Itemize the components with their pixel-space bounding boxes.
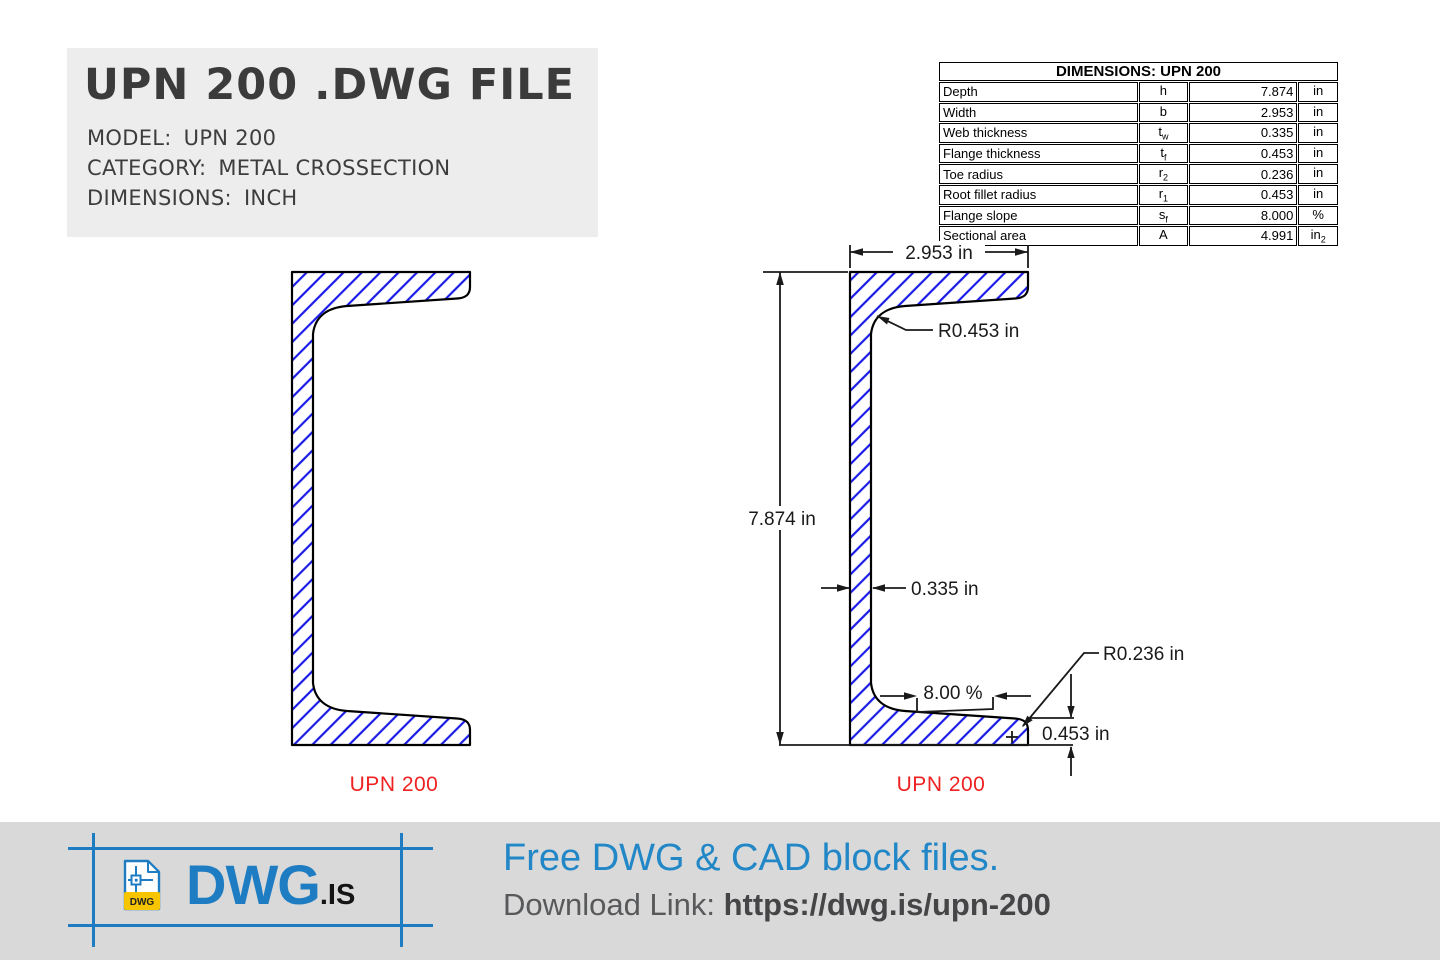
dwg-is-logo: DWG.IS <box>186 852 355 917</box>
row-value: 0.453 <box>1189 184 1298 205</box>
height-dim-text: 7.874 in <box>748 509 816 530</box>
row-unit: in <box>1298 123 1338 143</box>
model-label: MODEL: <box>87 126 172 150</box>
web-thickness-text: 0.335 in <box>911 579 979 600</box>
row-symbol: A <box>1138 226 1189 246</box>
row-unit: in2 <box>1298 226 1338 246</box>
table-row: Toe radius r2 0.236 in <box>939 164 1338 184</box>
dwg-badge-text: DWG <box>130 897 155 908</box>
table-row: Web thickness tw 0.335 in <box>939 123 1338 143</box>
category-value: METAL CROSSECTION <box>218 156 451 180</box>
download-line: Download Link: https://dwg.is/upn-200 <box>503 887 1051 923</box>
table-row: Sectional area A 4.991 in2 <box>939 226 1338 246</box>
row-symbol: h <box>1138 82 1189 102</box>
row-symbol: r1 <box>1138 184 1189 205</box>
dimensions-table: DIMENSIONS: UPN 200 Depth h 7.874 in Wid… <box>938 61 1339 247</box>
row-value: 7.874 <box>1189 82 1298 102</box>
header-meta: MODEL: UPN 200 CATEGORY: METAL CROSSECTION… <box>87 123 598 213</box>
row-value: 8.000 <box>1189 205 1298 226</box>
row-name: Flange slope <box>939 205 1138 226</box>
model-value: UPN 200 <box>183 126 277 150</box>
frame-line <box>68 924 433 927</box>
row-unit: in <box>1298 164 1338 184</box>
row-value: 2.953 <box>1189 102 1298 123</box>
model-row: MODEL: UPN 200 <box>87 123 598 153</box>
dimensions-label: DIMENSIONS: <box>87 186 232 210</box>
row-symbol: b <box>1138 102 1189 123</box>
channel-outline <box>848 270 1030 747</box>
flange-slope-text: 8.00 % <box>923 683 982 704</box>
row-symbol: tw <box>1138 123 1189 143</box>
row-value: 0.453 <box>1189 143 1298 164</box>
row-name: Sectional area <box>939 226 1138 246</box>
table-row: Flange thickness tf 0.453 in <box>939 143 1338 164</box>
table-row: Width b 2.953 in <box>939 102 1338 123</box>
frame-line <box>92 833 95 947</box>
row-symbol: r2 <box>1138 164 1189 184</box>
section-label: UPN 200 <box>349 773 439 796</box>
download-url-link[interactable]: https://dwg.is/upn-200 <box>723 887 1051 922</box>
row-value: 0.335 <box>1189 123 1298 143</box>
dimensions-value: INCH <box>243 186 298 210</box>
table-header-row: DIMENSIONS: UPN 200 <box>939 62 1338 81</box>
row-name: Toe radius <box>939 164 1138 184</box>
channel-outline <box>290 270 472 747</box>
upn-section-drawing-dimensioned: 2.953 in 7.874 in R0.453 in 0.335 in 8.0… <box>743 241 1184 776</box>
row-name: Flange thickness <box>939 143 1138 164</box>
row-name: Width <box>939 102 1138 123</box>
frame-line <box>400 833 403 947</box>
upn-section-drawing-plain <box>290 270 472 747</box>
footer-banner: DWG DWG.IS Free DWG & CAD block files. D… <box>0 822 1440 960</box>
toe-radius-text: R0.236 in <box>1103 644 1184 665</box>
row-name: Web thickness <box>939 123 1138 143</box>
footer-tagline: Free DWG & CAD block files. <box>503 837 1000 879</box>
width-dim-text: 2.953 in <box>905 243 973 264</box>
root-radius-text: R0.453 in <box>938 321 1019 342</box>
table-title: DIMENSIONS: UPN 200 <box>939 62 1338 81</box>
dimension-arrowheads <box>776 248 1075 758</box>
dimension-texts: 2.953 in 7.874 in R0.453 in 0.335 in 8.0… <box>743 241 1184 745</box>
dimensions-row: DIMENSIONS: INCH <box>87 183 598 213</box>
download-label: Download Link: <box>503 887 724 922</box>
row-name: Depth <box>939 82 1138 102</box>
row-name: Root fillet radius <box>939 184 1138 205</box>
row-symbol: sf <box>1138 205 1189 226</box>
row-symbol: tf <box>1138 143 1189 164</box>
category-row: CATEGORY: METAL CROSSECTION <box>87 153 598 183</box>
table-row: Flange slope sf 8.000 % <box>939 205 1338 226</box>
page-title: UPN 200 .DWG FILE <box>84 60 575 110</box>
frame-line <box>68 847 433 850</box>
row-unit: in <box>1298 184 1338 205</box>
logo-dwg-text: DWG <box>186 853 321 916</box>
flange-thickness-text: 0.453 in <box>1042 724 1110 745</box>
row-value: 0.236 <box>1189 164 1298 184</box>
dwg-file-icon: DWG <box>123 859 161 911</box>
header-box: UPN 200 .DWG FILE MODEL: UPN 200 CATEGORY… <box>67 48 598 237</box>
logo-is-text: .IS <box>319 879 356 911</box>
row-unit: in <box>1298 143 1338 164</box>
section-label: UPN 200 <box>896 773 986 796</box>
row-unit: in <box>1298 82 1338 102</box>
row-unit: % <box>1298 205 1338 226</box>
category-label: CATEGORY: <box>87 156 207 180</box>
table-row: Depth h 7.874 in <box>939 82 1338 102</box>
row-unit: in <box>1298 102 1338 123</box>
table-row: Root fillet radius r1 0.453 in <box>939 184 1338 205</box>
row-value: 4.991 <box>1189 226 1298 246</box>
